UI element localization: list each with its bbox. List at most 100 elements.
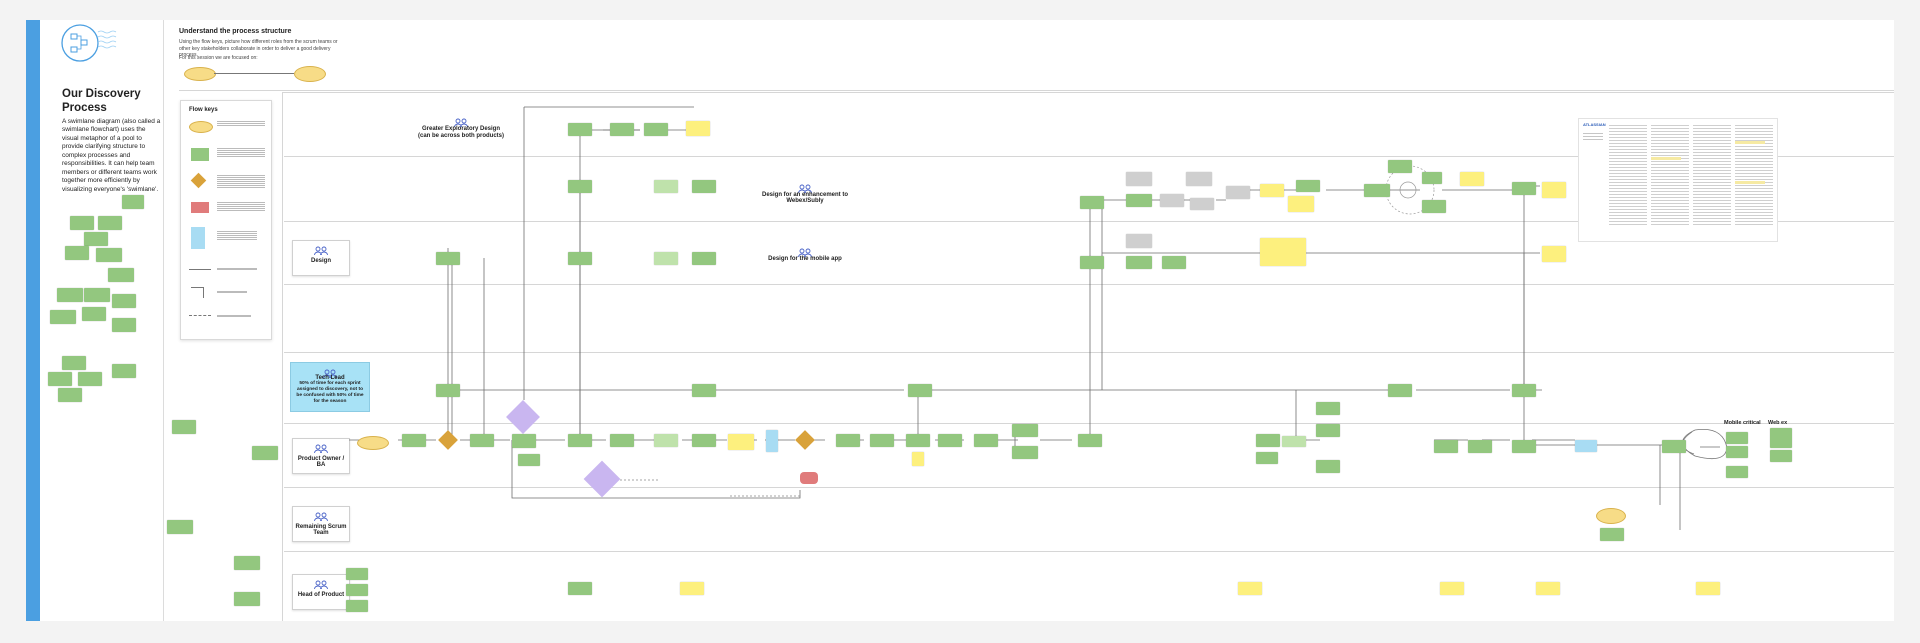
- sticky-note[interactable]: [1388, 160, 1412, 173]
- sticky-note[interactable]: [1012, 424, 1038, 437]
- handoff-note[interactable]: [766, 430, 778, 452]
- sticky-note[interactable]: [870, 434, 894, 447]
- sticky-note[interactable]: [512, 434, 536, 448]
- sticky-note[interactable]: [1316, 460, 1340, 473]
- sticky-note[interactable]: [1770, 450, 1792, 462]
- sticky-note[interactable]: [1770, 428, 1792, 448]
- sticky-note[interactable]: [82, 307, 106, 321]
- sticky-note[interactable]: [686, 121, 710, 136]
- sticky-note[interactable]: [112, 364, 136, 378]
- sticky-note[interactable]: [1696, 582, 1720, 595]
- sticky-note[interactable]: [692, 252, 716, 265]
- sticky-note[interactable]: [70, 216, 94, 230]
- sticky-note[interactable]: [436, 384, 460, 397]
- sticky-note[interactable]: [1160, 194, 1184, 207]
- sticky-note[interactable]: [346, 600, 368, 612]
- sticky-note[interactable]: [1512, 440, 1536, 453]
- sticky-note[interactable]: [654, 252, 678, 265]
- sticky-note[interactable]: [436, 252, 460, 265]
- start-oval[interactable]: [357, 436, 389, 450]
- end-oval[interactable]: [1596, 508, 1626, 524]
- sticky-note[interactable]: [836, 434, 860, 447]
- sticky-note[interactable]: [1316, 424, 1340, 437]
- sticky-note[interactable]: [1012, 446, 1038, 459]
- sticky-note[interactable]: [1388, 384, 1412, 397]
- sticky-note[interactable]: [1364, 184, 1390, 197]
- sticky-note[interactable]: [172, 420, 196, 434]
- sticky-note[interactable]: [1162, 256, 1186, 269]
- sticky-note[interactable]: [57, 288, 83, 302]
- sticky-note[interactable]: [112, 294, 136, 308]
- sticky-note[interactable]: [1422, 172, 1442, 184]
- sticky-note[interactable]: [346, 568, 368, 580]
- sticky-note[interactable]: [974, 434, 998, 447]
- sticky-note[interactable]: [610, 434, 634, 447]
- sticky-note[interactable]: [1726, 432, 1748, 444]
- sticky-note[interactable]: [1542, 246, 1566, 262]
- sticky-note[interactable]: [568, 434, 592, 447]
- sticky-note[interactable]: [568, 123, 592, 136]
- sticky-note[interactable]: [568, 582, 592, 595]
- sticky-note[interactable]: [1460, 172, 1484, 186]
- sticky-note[interactable]: [692, 384, 716, 397]
- sticky-note[interactable]: [1126, 256, 1152, 269]
- sticky-note[interactable]: [1512, 384, 1536, 397]
- sticky-note[interactable]: [1080, 256, 1104, 269]
- sticky-note[interactable]: [906, 434, 930, 447]
- sticky-note[interactable]: [1316, 402, 1340, 415]
- sticky-note[interactable]: [1542, 182, 1566, 198]
- sticky-note[interactable]: [1260, 238, 1306, 266]
- sticky-note[interactable]: [96, 248, 122, 262]
- sticky-note[interactable]: [1282, 436, 1306, 447]
- sticky-note[interactable]: [84, 288, 110, 302]
- sticky-note[interactable]: [84, 232, 108, 246]
- embedded-document[interactable]: ATLASSIAN: [1578, 118, 1778, 242]
- sticky-note[interactable]: [1726, 466, 1748, 478]
- sticky-note[interactable]: [1078, 434, 1102, 447]
- sticky-note[interactable]: [1256, 452, 1278, 464]
- sticky-note[interactable]: [108, 268, 134, 282]
- sticky-note[interactable]: [1126, 172, 1152, 186]
- sticky-note[interactable]: [234, 592, 260, 606]
- lane-card-product-owner[interactable]: Product Owner / BA: [292, 438, 350, 474]
- sticky-note[interactable]: [1512, 182, 1536, 195]
- sticky-note[interactable]: [78, 372, 102, 386]
- sticky-note[interactable]: [1288, 196, 1314, 212]
- sticky-note[interactable]: [1726, 446, 1748, 458]
- sticky-note[interactable]: [234, 556, 260, 570]
- sticky-note[interactable]: [1422, 200, 1446, 213]
- sticky-note[interactable]: [58, 388, 82, 402]
- sticky-note[interactable]: [692, 180, 716, 193]
- sticky-note[interactable]: [518, 454, 540, 466]
- sticky-note[interactable]: [1296, 180, 1320, 192]
- sticky-note[interactable]: [1126, 234, 1152, 248]
- sticky-note[interactable]: [728, 434, 754, 450]
- sticky-note[interactable]: [167, 520, 193, 534]
- sticky-note[interactable]: [402, 434, 426, 447]
- sticky-note[interactable]: [346, 584, 368, 596]
- sticky-note[interactable]: [1238, 582, 1262, 595]
- sticky-note[interactable]: [1434, 440, 1458, 453]
- sticky-note[interactable]: [654, 180, 678, 193]
- sticky-note[interactable]: [680, 582, 704, 595]
- sticky-note[interactable]: [1260, 184, 1284, 197]
- sticky-note[interactable]: [1126, 194, 1152, 207]
- sticky-note[interactable]: [112, 318, 136, 332]
- sticky-note[interactable]: [1440, 582, 1464, 595]
- sticky-note[interactable]: [1226, 186, 1250, 199]
- sticky-note[interactable]: [912, 452, 924, 466]
- lane-card-tech-lead[interactable]: Tech Lead 50% of time for each sprint as…: [290, 362, 370, 412]
- sticky-note[interactable]: [252, 446, 278, 460]
- sticky-note[interactable]: [470, 434, 494, 447]
- sticky-note[interactable]: [938, 434, 962, 447]
- sticky-note[interactable]: [122, 195, 144, 209]
- sticky-note[interactable]: [692, 434, 716, 447]
- lane-card-remaining-scrum[interactable]: Remaining Scrum Team: [292, 506, 350, 542]
- sticky-note[interactable]: [48, 372, 72, 386]
- stop-note[interactable]: [800, 472, 818, 484]
- sticky-note[interactable]: [1186, 172, 1212, 186]
- sticky-note[interactable]: [908, 384, 932, 397]
- sticky-note[interactable]: [568, 252, 592, 265]
- sticky-note[interactable]: [568, 180, 592, 193]
- sticky-note[interactable]: [654, 434, 678, 447]
